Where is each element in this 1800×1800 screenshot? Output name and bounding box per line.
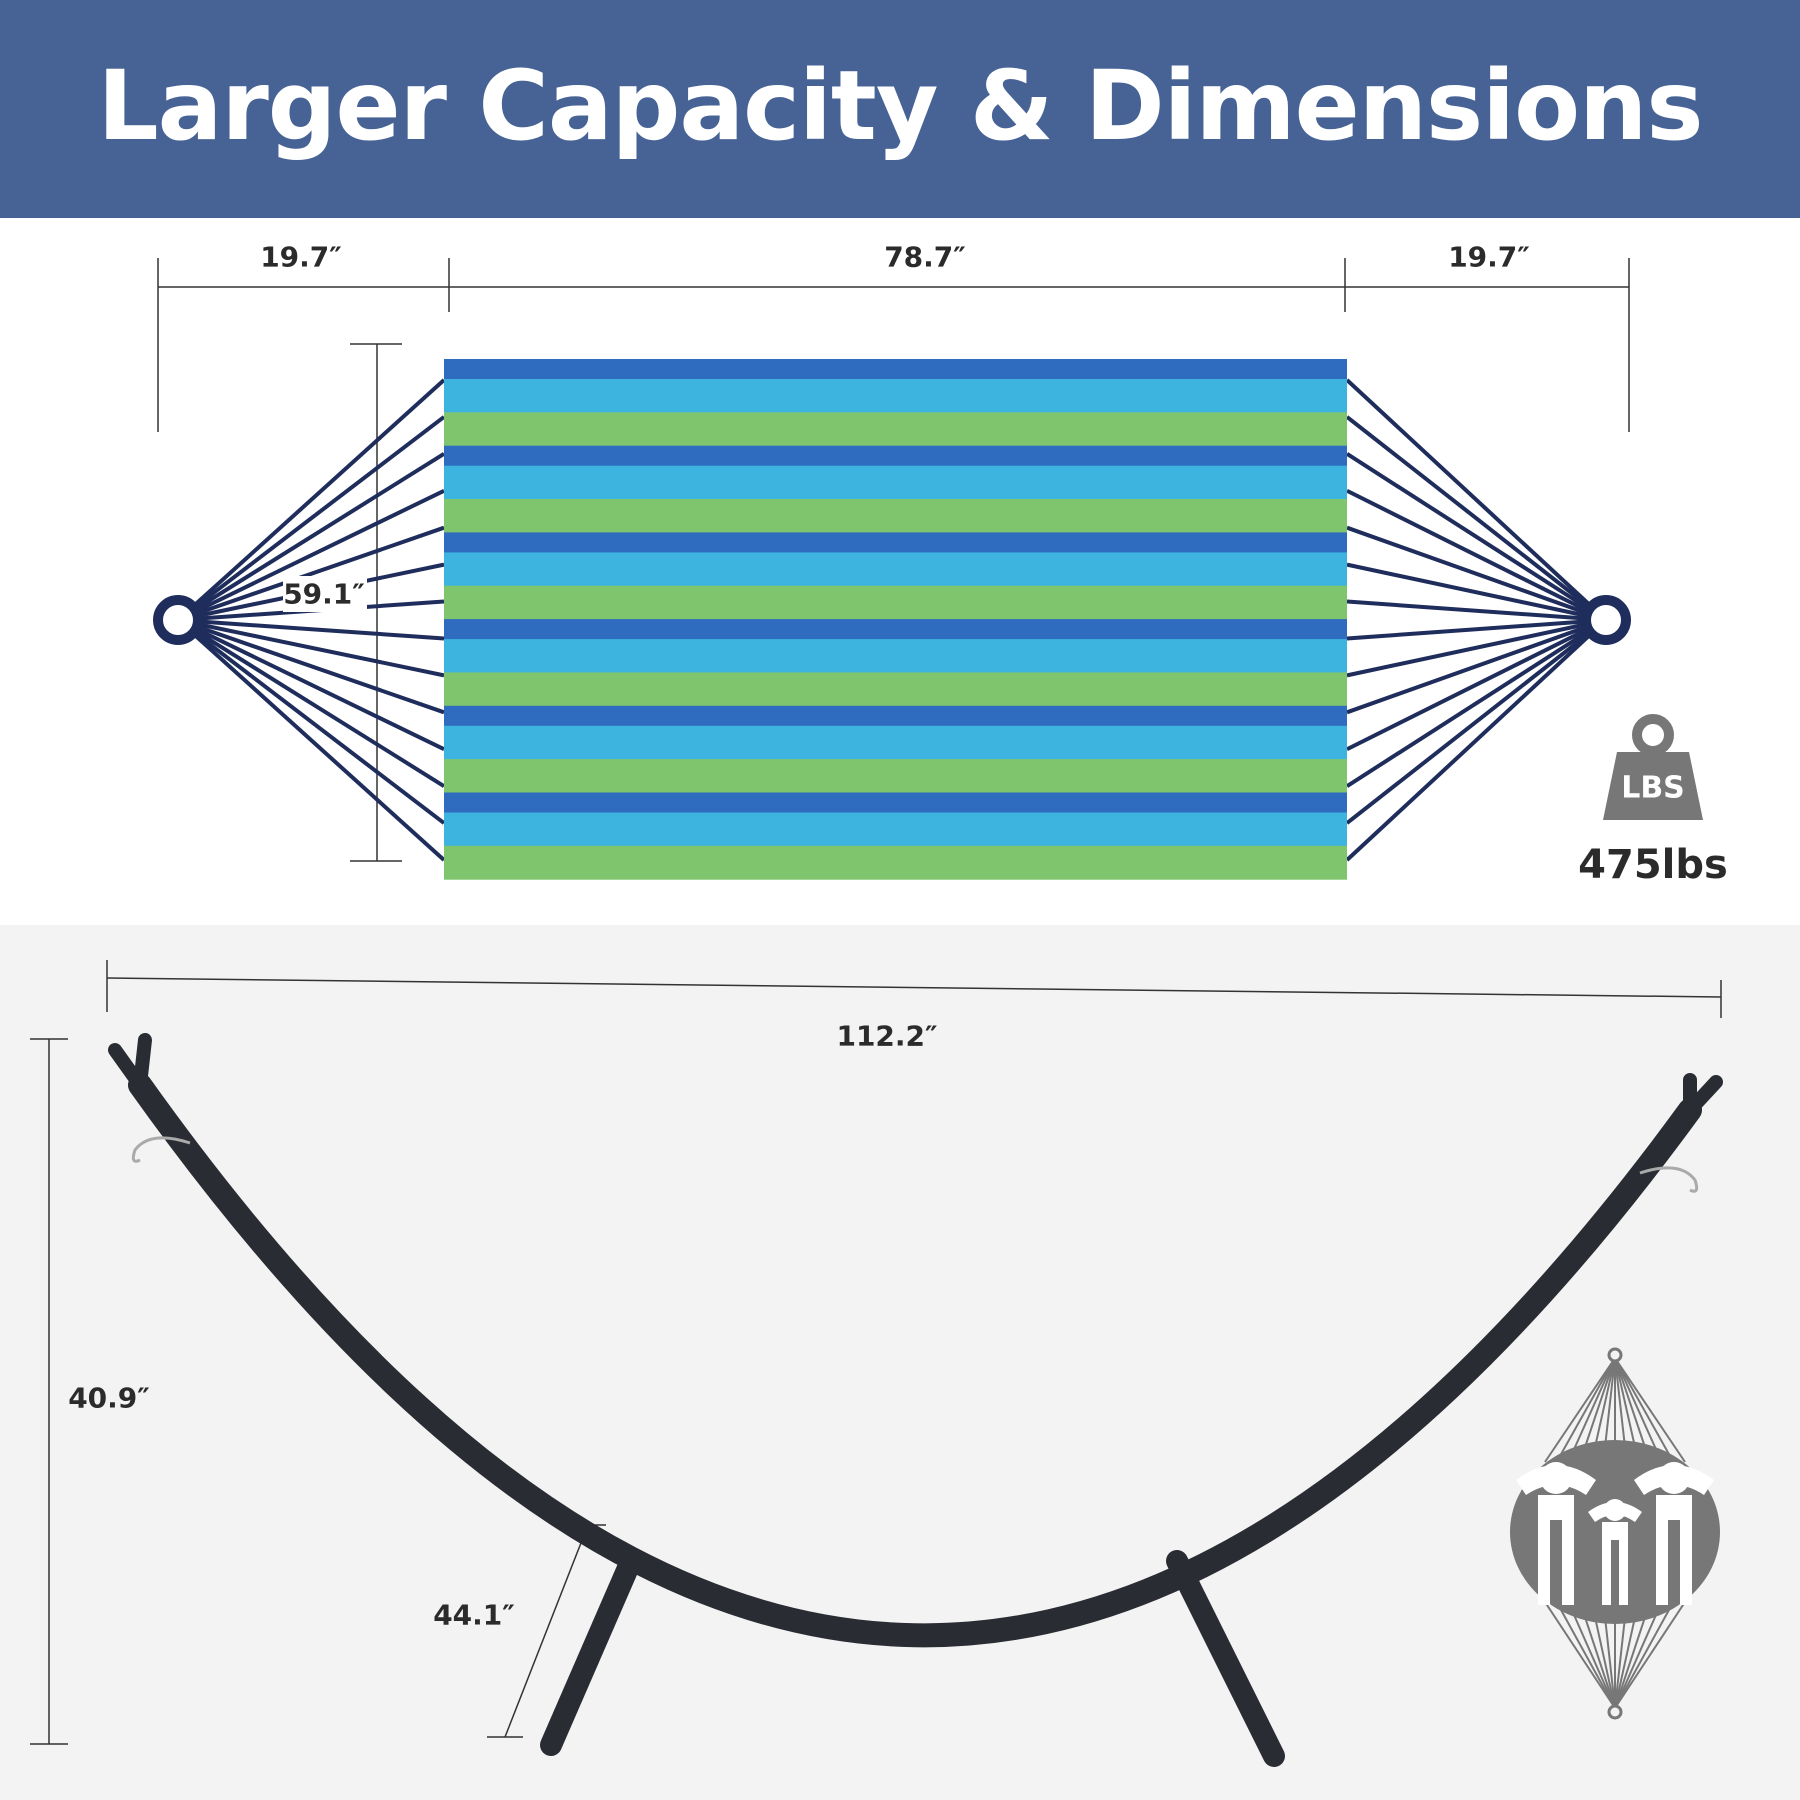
icon-rope <box>1555 1357 1616 1463</box>
right-ring-icon <box>1581 595 1631 645</box>
stand-length-label: 112.2″ <box>836 1019 938 1053</box>
icon-rope <box>1614 1357 1686 1463</box>
rope-line <box>1345 618 1608 825</box>
rope-line <box>1346 525 1607 622</box>
rope-line <box>177 618 445 715</box>
rope-line <box>1345 618 1608 788</box>
stand-section <box>0 925 1800 1800</box>
rope-line <box>1346 618 1607 752</box>
rope-line <box>177 618 445 752</box>
rope-line <box>177 618 445 641</box>
hammock-bed <box>444 359 1347 880</box>
rope-line <box>177 525 445 622</box>
right-span-label: 19.7″ <box>1448 240 1530 274</box>
hammock-stripe <box>444 812 1347 847</box>
icon-rope <box>1567 1357 1616 1463</box>
width-label: 59.1″ <box>283 577 365 611</box>
hammock-stripe <box>444 445 1347 467</box>
weight-icon <box>1603 714 1703 820</box>
rope-line <box>1346 599 1607 622</box>
hammock-stripe <box>444 845 1347 880</box>
top-dimension-lines <box>157 258 1630 862</box>
hammock-stripe <box>444 359 1347 380</box>
width-label-bg <box>283 576 367 612</box>
hammock-ropes <box>176 378 1608 862</box>
hammock-stripe <box>444 619 1347 640</box>
icon-rope <box>1614 1357 1675 1463</box>
hammock-stripe <box>444 532 1347 553</box>
rope-line <box>1345 618 1608 862</box>
rope-line <box>176 618 446 862</box>
icon-rope <box>1544 1601 1616 1709</box>
left-ring-icon <box>153 595 203 645</box>
rope-line <box>1346 618 1607 715</box>
page-title: Larger Capacity & Dimensions <box>97 50 1703 162</box>
hook-icon <box>131 1136 1699 1193</box>
hammock-stripe <box>444 465 1347 500</box>
icon-rope <box>1555 1601 1616 1709</box>
hammock-stand <box>108 1033 1723 1767</box>
icon-rope <box>1614 1601 1686 1709</box>
hammock-stripe <box>444 499 1347 533</box>
hammock-stripe <box>444 639 1347 673</box>
rope-line <box>1346 562 1607 622</box>
icon-rope <box>1614 1601 1675 1709</box>
rope-line <box>1346 618 1607 641</box>
rope-line <box>176 415 446 622</box>
hammock-stripe <box>444 792 1347 813</box>
hammock-stripe <box>444 379 1347 413</box>
icon-rope <box>1544 1357 1616 1463</box>
family-capacity-icon <box>1510 1347 1720 1720</box>
hammock-stripe <box>444 552 1347 587</box>
icon-rope <box>1614 1357 1663 1463</box>
weight-icon-label: LBS <box>1621 770 1685 806</box>
left-span-label: 19.7″ <box>260 240 342 274</box>
rope-line <box>1345 378 1608 622</box>
base-width-label: 44.1″ <box>433 1598 515 1632</box>
hammock-stripe <box>444 725 1347 760</box>
stand-dimension-lines <box>30 960 1722 1745</box>
bed-length-label: 78.7″ <box>884 240 966 274</box>
rope-line <box>1345 415 1608 622</box>
rope-line <box>1346 618 1607 678</box>
hammock-stripe <box>444 585 1347 620</box>
rope-line <box>176 618 446 788</box>
icon-rope <box>1614 1601 1663 1709</box>
hammock-stripe <box>444 705 1347 727</box>
rope-line <box>177 488 445 622</box>
rope-line <box>177 618 445 678</box>
rope-line <box>1345 452 1608 622</box>
rope-line <box>176 618 446 825</box>
hammock-stripe <box>444 759 1347 793</box>
hammock-stripe <box>444 672 1347 707</box>
rope-line <box>176 452 446 622</box>
capacity-value: 475lbs <box>1578 842 1728 888</box>
header-banner: Larger Capacity & Dimensions <box>0 0 1800 218</box>
rope-line <box>1346 488 1607 622</box>
hammock-stripe <box>444 412 1347 447</box>
rope-line <box>176 378 446 622</box>
stand-height-label: 40.9″ <box>68 1381 150 1415</box>
icon-rope <box>1567 1601 1616 1709</box>
